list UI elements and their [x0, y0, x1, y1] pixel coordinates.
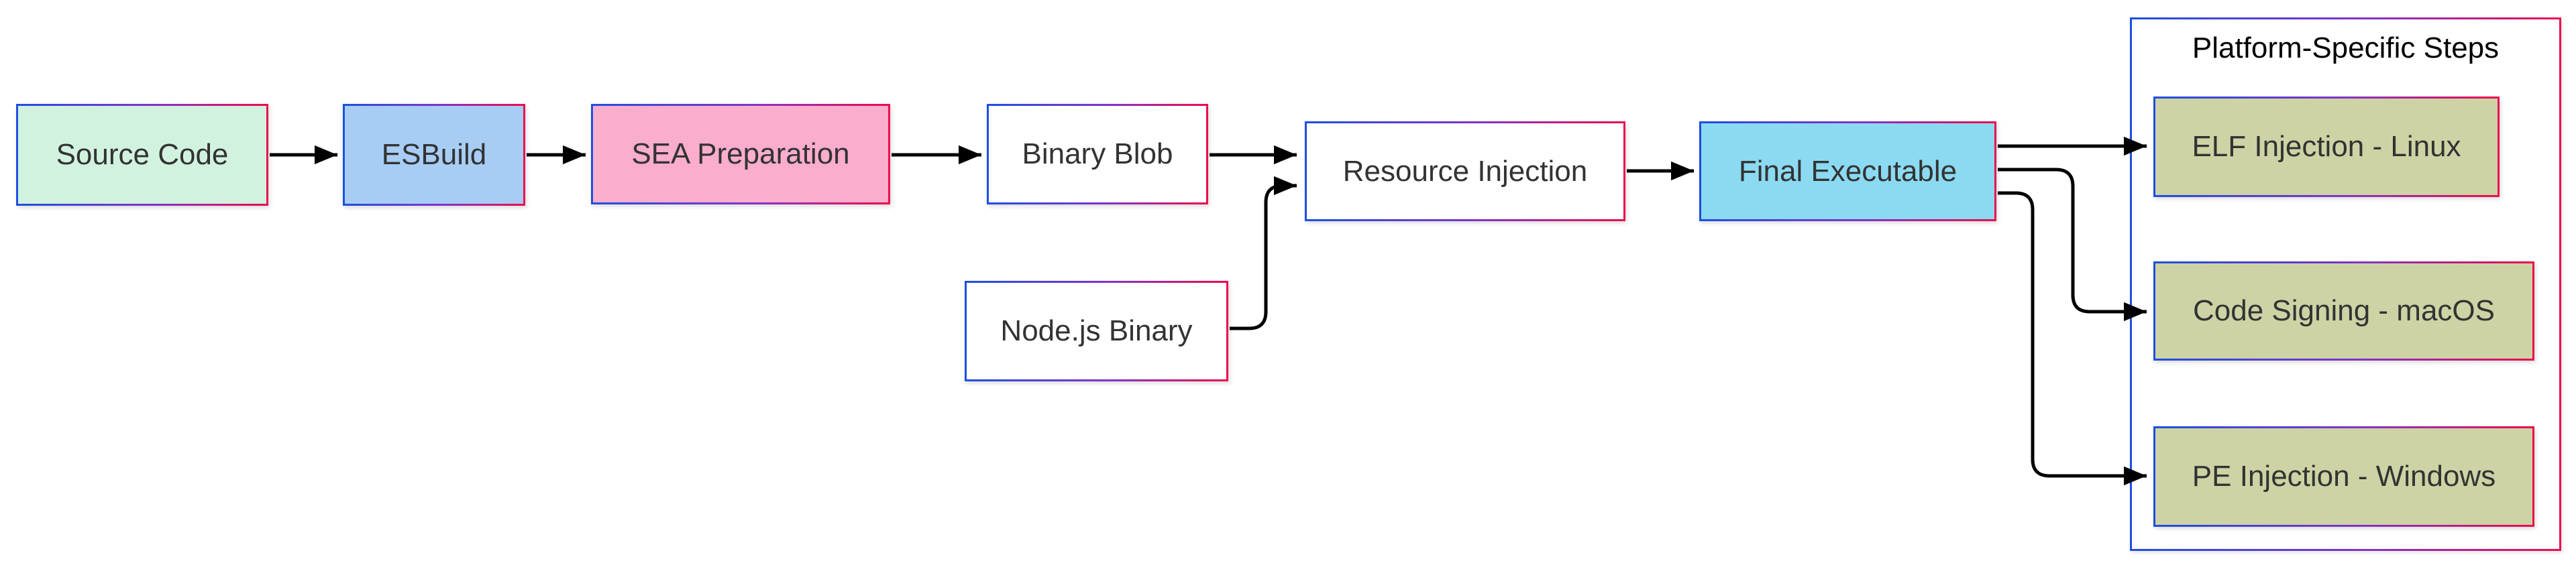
- cluster-title: Platform-Specific Steps: [2192, 32, 2500, 64]
- node-nodejs-binary: Node.js Binary: [965, 281, 1228, 381]
- node-sea-preparation-label: SEA Preparation: [631, 137, 850, 170]
- node-pe-injection-windows: PE Injection - Windows: [2153, 426, 2534, 527]
- node-final-executable: Final Executable: [1699, 121, 1996, 221]
- node-esbuild: ESBuild: [343, 104, 525, 206]
- node-sea-preparation: SEA Preparation: [591, 104, 890, 204]
- edge-nodejs-binary-to-resource-injection: [1230, 176, 1297, 330]
- node-source-code-label: Source Code: [56, 138, 229, 171]
- node-resource-injection: Resource Injection: [1305, 121, 1625, 221]
- node-source-code: Source Code: [16, 104, 268, 206]
- node-nodejs-binary-label: Node.js Binary: [1000, 314, 1193, 347]
- node-final-executable-label: Final Executable: [1738, 154, 1957, 188]
- node-binary-blob: Binary Blob: [987, 104, 1208, 204]
- node-elf-injection-linux: ELF Injection - Linux: [2153, 97, 2500, 197]
- node-code-signing-macos: Code Signing - macOS: [2153, 261, 2534, 361]
- node-pe-injection-windows-label: PE Injection - Windows: [2192, 460, 2496, 493]
- node-binary-blob-label: Binary Blob: [1022, 137, 1173, 170]
- edge-final-executable-to-pe-injection: [1998, 191, 2147, 486]
- node-code-signing-macos-label: Code Signing - macOS: [2193, 294, 2495, 327]
- node-esbuild-label: ESBuild: [381, 138, 487, 171]
- edge-final-executable-to-code-signing: [1998, 168, 2147, 322]
- node-elf-injection-linux-label: ELF Injection - Linux: [2192, 130, 2461, 163]
- node-resource-injection-label: Resource Injection: [1342, 154, 1588, 188]
